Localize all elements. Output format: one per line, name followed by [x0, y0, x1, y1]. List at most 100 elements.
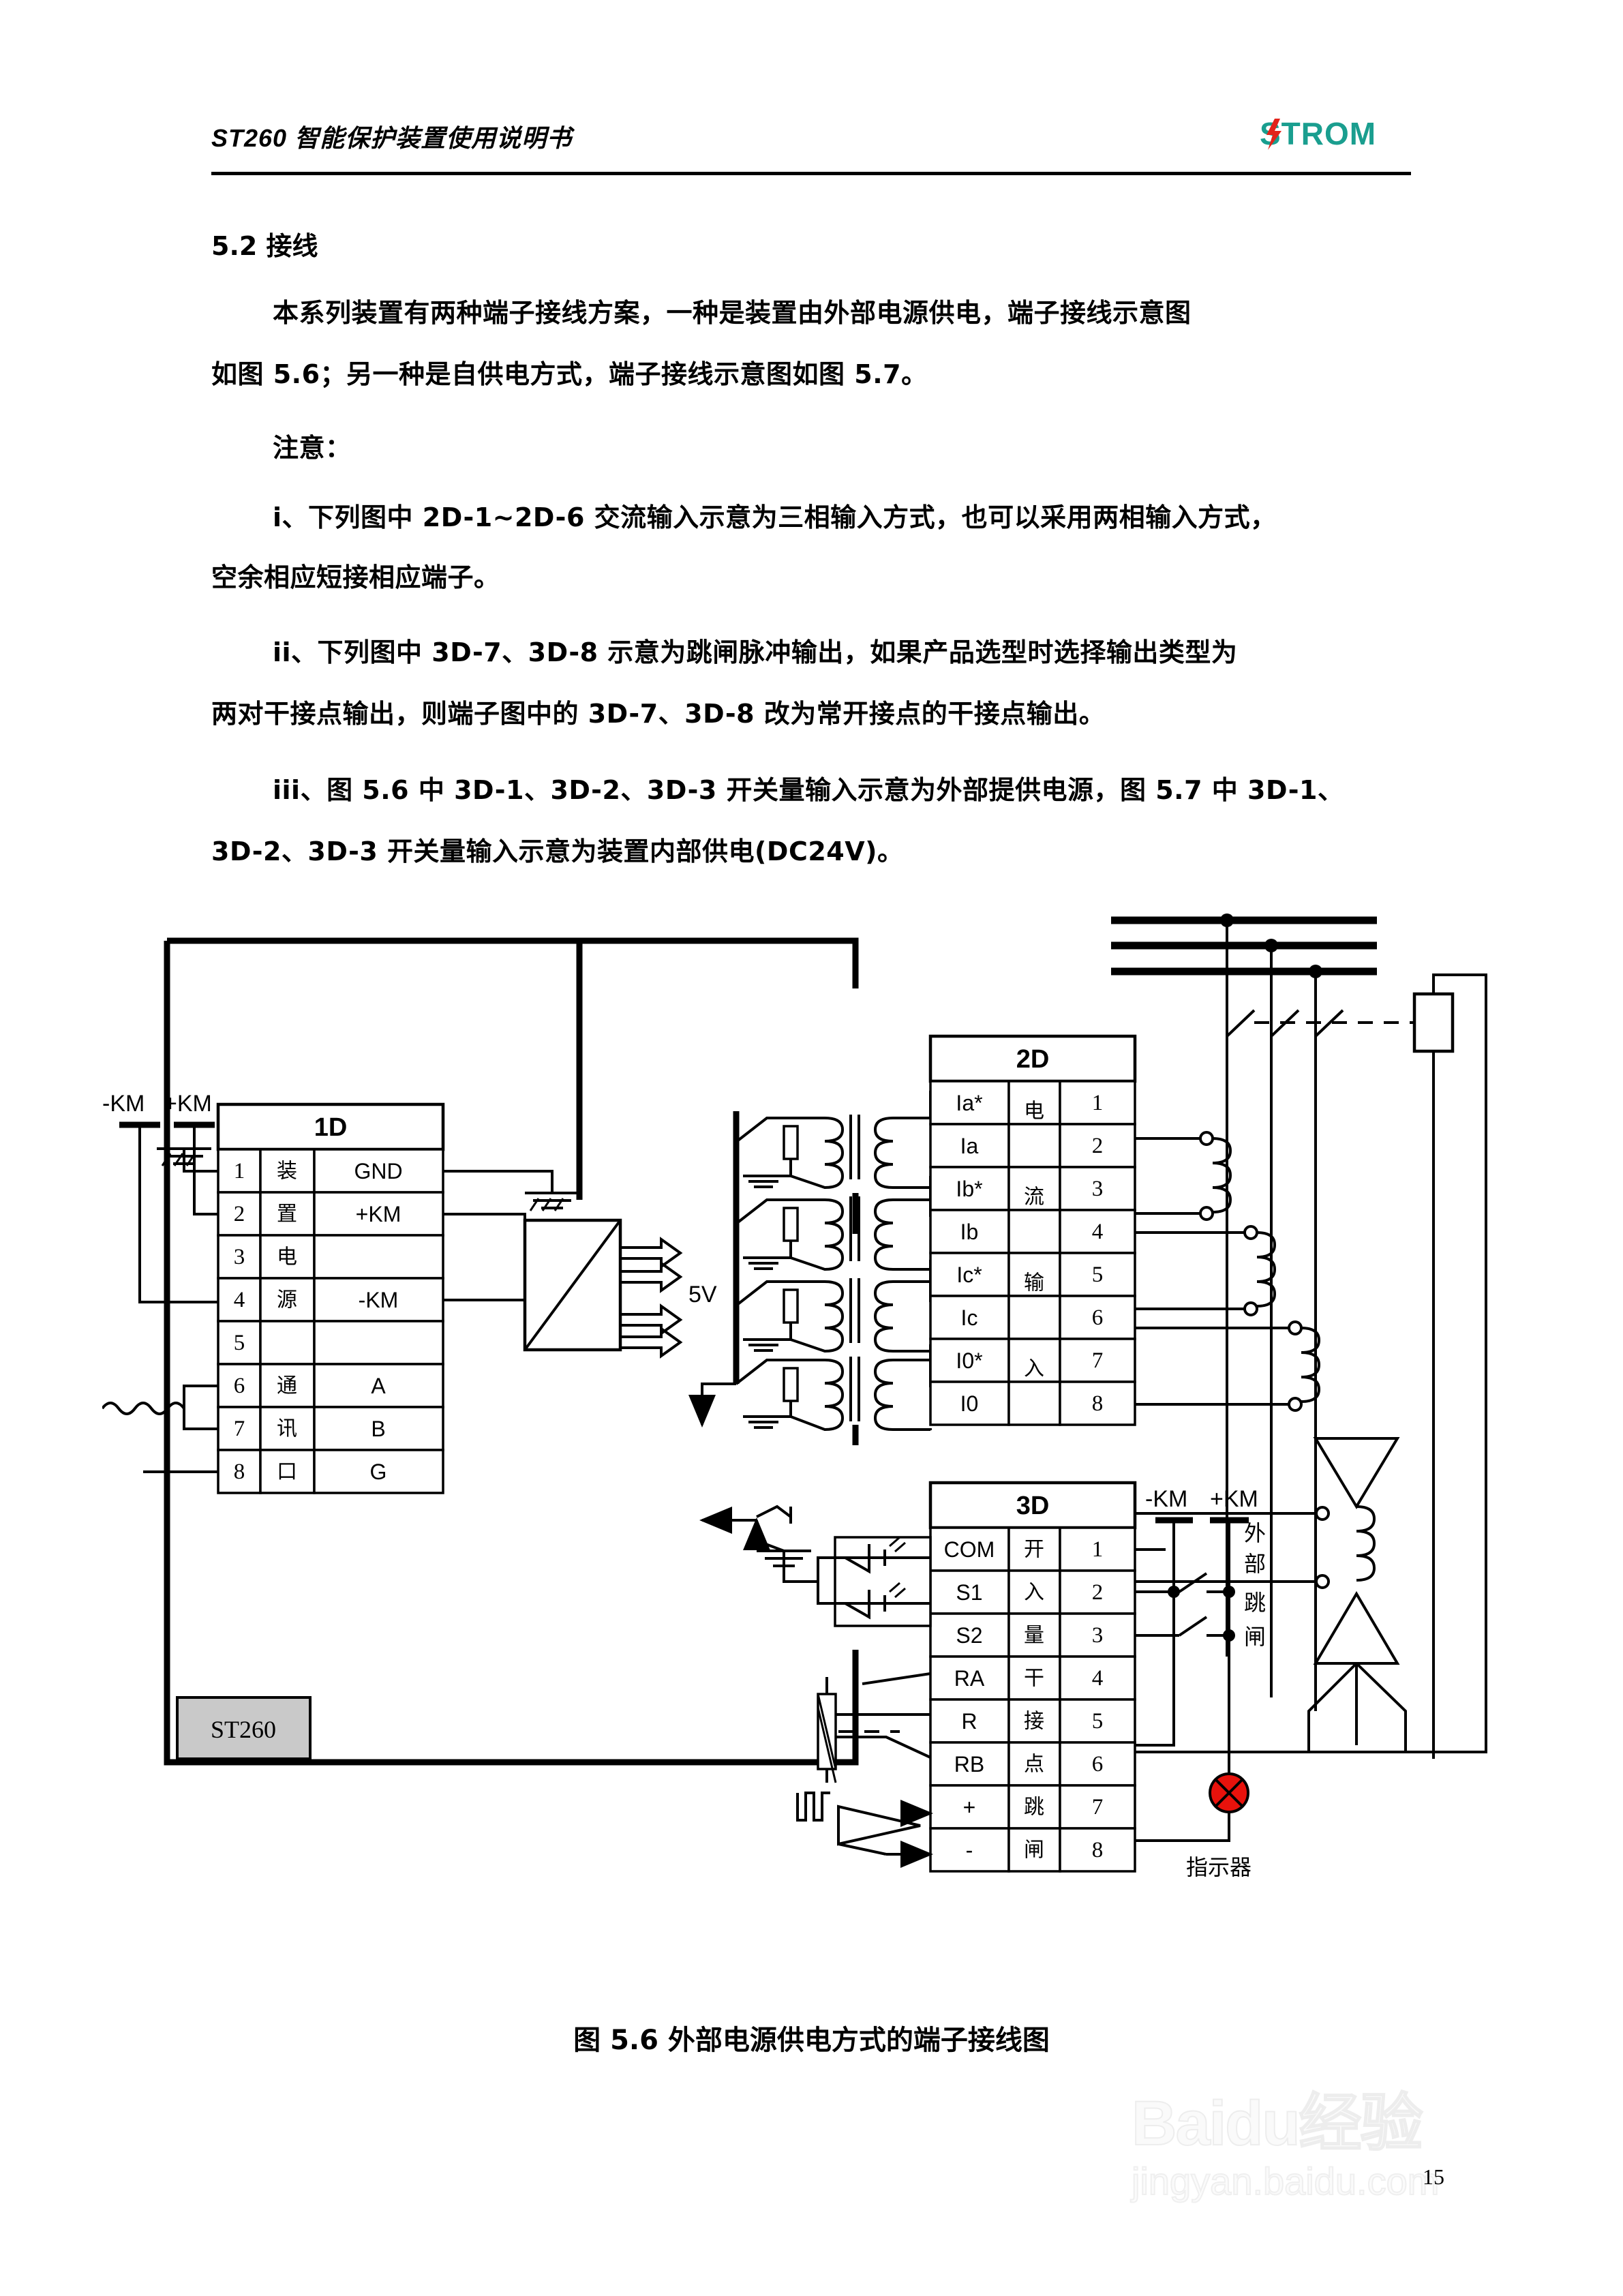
km-minus-left-label: -KM: [102, 1091, 145, 1117]
supply-voltage-label: 5V: [688, 1282, 717, 1308]
cell-group: 装: [277, 1160, 297, 1183]
note-i: i、下列图中 2D-1~2D-6 交流输入示意为三相输入方式，也可以采用两相输入…: [273, 502, 1277, 532]
left-km-source: -KM +KM: [101, 1091, 218, 1473]
cell-num: 7: [1092, 1795, 1104, 1819]
cell-group: 输: [1024, 1271, 1044, 1295]
cell-group: 通: [277, 1374, 297, 1398]
watermark-main-text: Baidu经验: [1131, 2088, 1424, 2159]
cell-sig: -KM: [359, 1288, 399, 1312]
cell-group: 入: [1024, 1357, 1044, 1381]
cell-num: 5: [1092, 1263, 1104, 1287]
cell-group: 开: [1024, 1538, 1044, 1562]
cell-num: 4: [1092, 1220, 1104, 1244]
terminal-block-3D: 3D COM 开 1 S1 入 2 S2 量 3 RA 干 4 R 接 5 RB…: [928, 1481, 1137, 1873]
cell-sig: S2: [956, 1623, 982, 1648]
cell-sig: Ic*: [956, 1263, 982, 1287]
paragraph-2: 如图 5.6；另一种是自供电方式，端子接线示意图如图 5.7。: [211, 359, 928, 389]
cell-sig: +: [963, 1795, 976, 1819]
km-plus-left-label: +KM: [164, 1091, 212, 1117]
cell-sig: Ib*: [956, 1177, 982, 1201]
strom-logo: STROM: [1254, 113, 1411, 155]
cell-num: 8: [1092, 1838, 1104, 1862]
cell-num: 2: [1092, 1134, 1104, 1158]
cell-sig: I0: [960, 1391, 979, 1416]
header-divider: [211, 172, 1411, 175]
cell-num: 6: [1092, 1752, 1104, 1777]
km-minus-right-label: -KM: [1145, 1486, 1187, 1512]
block-1D-title: 1D: [314, 1113, 348, 1142]
internal-current-transformers: [688, 1091, 932, 1432]
external-trip-label-4: 闸: [1244, 1624, 1266, 1650]
power-supply-converter: 5V: [443, 1170, 717, 1359]
note-iii: iii、图 5.6 中 3D-1、3D-2、3D-3 开关量输入示意为外部提供电…: [273, 775, 1344, 805]
page-header: ST260 智能保护装置使用说明书 STROM: [211, 109, 1411, 174]
external-trip-label-3: 跳: [1244, 1590, 1266, 1616]
baidu-watermark: Baidu经验 jingyan.baidu.com: [1131, 2072, 1541, 2229]
cell-group: 跳: [1024, 1796, 1044, 1819]
external-trip-circuit: -KM +KM 外 部 跳 闸 指示器: [1135, 1486, 1266, 1880]
cell-num: 2: [234, 1202, 245, 1226]
cell-sig: GND: [354, 1159, 402, 1183]
cell-group: 置: [277, 1203, 297, 1226]
cell-num: 3: [234, 1245, 245, 1269]
indicator-label: 指示器: [1186, 1854, 1252, 1880]
cell-num: 6: [234, 1374, 245, 1398]
document-title: ST260 智能保护装置使用说明书: [211, 124, 573, 152]
cell-sig: G: [370, 1460, 387, 1484]
cell-sig: RA: [954, 1666, 985, 1691]
note-ii: ii、下列图中 3D-7、3D-8 示意为跳闸脉冲输出，如果产品选型时选择输出类…: [273, 637, 1238, 667]
cell-num: 4: [234, 1288, 245, 1312]
cell-num: 3: [1092, 1623, 1104, 1648]
cell-group: 量: [1024, 1624, 1044, 1648]
cell-group: 接: [1024, 1710, 1044, 1734]
cell-num: 7: [234, 1417, 245, 1441]
section-heading: 5.2 接线: [211, 231, 318, 261]
device-label: ST260: [211, 1716, 276, 1743]
block-3D-title: 3D: [1016, 1492, 1050, 1520]
cell-sig: +KM: [356, 1202, 401, 1226]
device-nameplate: ST260: [176, 1696, 312, 1760]
cell-num: 1: [1092, 1537, 1104, 1562]
terminal-block-1D: 1D 1 装 GND 2 置 +KM 3 电 4 源 -KM 5 6 通 A 7…: [216, 1102, 445, 1494]
cell-sig: S1: [956, 1580, 982, 1605]
cell-sig: I0*: [956, 1348, 982, 1373]
cell-num: 8: [1092, 1391, 1104, 1416]
block-2D-title: 2D: [1016, 1045, 1050, 1074]
cell-num: 5: [1092, 1709, 1104, 1734]
cell-group: 讯: [277, 1417, 297, 1441]
device-enclosure: [164, 937, 859, 1766]
cell-sig: Ia: [960, 1134, 979, 1158]
note-i-cont: 空余相应短接相应端子。: [211, 562, 500, 592]
note-ii-cont: 两对干接点输出，则端子图中的 3D-7、3D-8 改为常开接点的干接点输出。: [211, 699, 1106, 729]
cell-group: 入: [1024, 1581, 1044, 1605]
internal-io-circuits: [699, 1505, 933, 1868]
cell-num: 2: [1092, 1580, 1104, 1605]
cell-num: 1: [234, 1159, 245, 1183]
note-label: 注意：: [273, 433, 352, 463]
note-iii-cont: 3D-2、3D-3 开关量输入示意为装置内部供电(DC24V)。: [211, 836, 904, 866]
cell-sig: Ic: [961, 1305, 978, 1330]
km-plus-right-label: +KM: [1210, 1486, 1258, 1512]
cell-num: 1: [1092, 1091, 1104, 1115]
wiring-diagram: .ln { stroke:#000; stroke-width:4; fill:…: [101, 907, 1534, 1929]
cell-sig: Ib: [960, 1220, 979, 1244]
cell-group: 干: [1024, 1667, 1044, 1691]
cell-group: 流: [1024, 1185, 1044, 1209]
cell-num: 3: [1092, 1177, 1104, 1201]
cell-group: 电: [1024, 1100, 1044, 1123]
cell-sig: B: [371, 1417, 385, 1441]
diagram-canvas: .ln { stroke:#000; stroke-width:4; fill:…: [101, 913, 1487, 1880]
three-phase-system: [1111, 913, 1487, 1759]
terminal-block-2D: 2D Ia* 1 Ia 2 电 Ib* 3 Ib 4 流 Ic* 5 Ic 6 …: [928, 1034, 1137, 1426]
external-trip-label-2: 部: [1244, 1551, 1266, 1577]
cell-num: 6: [1092, 1305, 1104, 1330]
figure-caption: 图 5.6 外部电源供电方式的端子接线图: [573, 2025, 1050, 2056]
external-trip-label-1: 外: [1244, 1520, 1266, 1546]
cell-num: 8: [234, 1460, 245, 1484]
cell-sig: COM: [944, 1537, 995, 1562]
cell-group: 点: [1024, 1753, 1044, 1777]
cell-group: 源: [277, 1288, 297, 1312]
cell-sig: R: [961, 1709, 977, 1734]
cell-group: 电: [277, 1245, 297, 1269]
cell-num: 5: [234, 1331, 245, 1355]
